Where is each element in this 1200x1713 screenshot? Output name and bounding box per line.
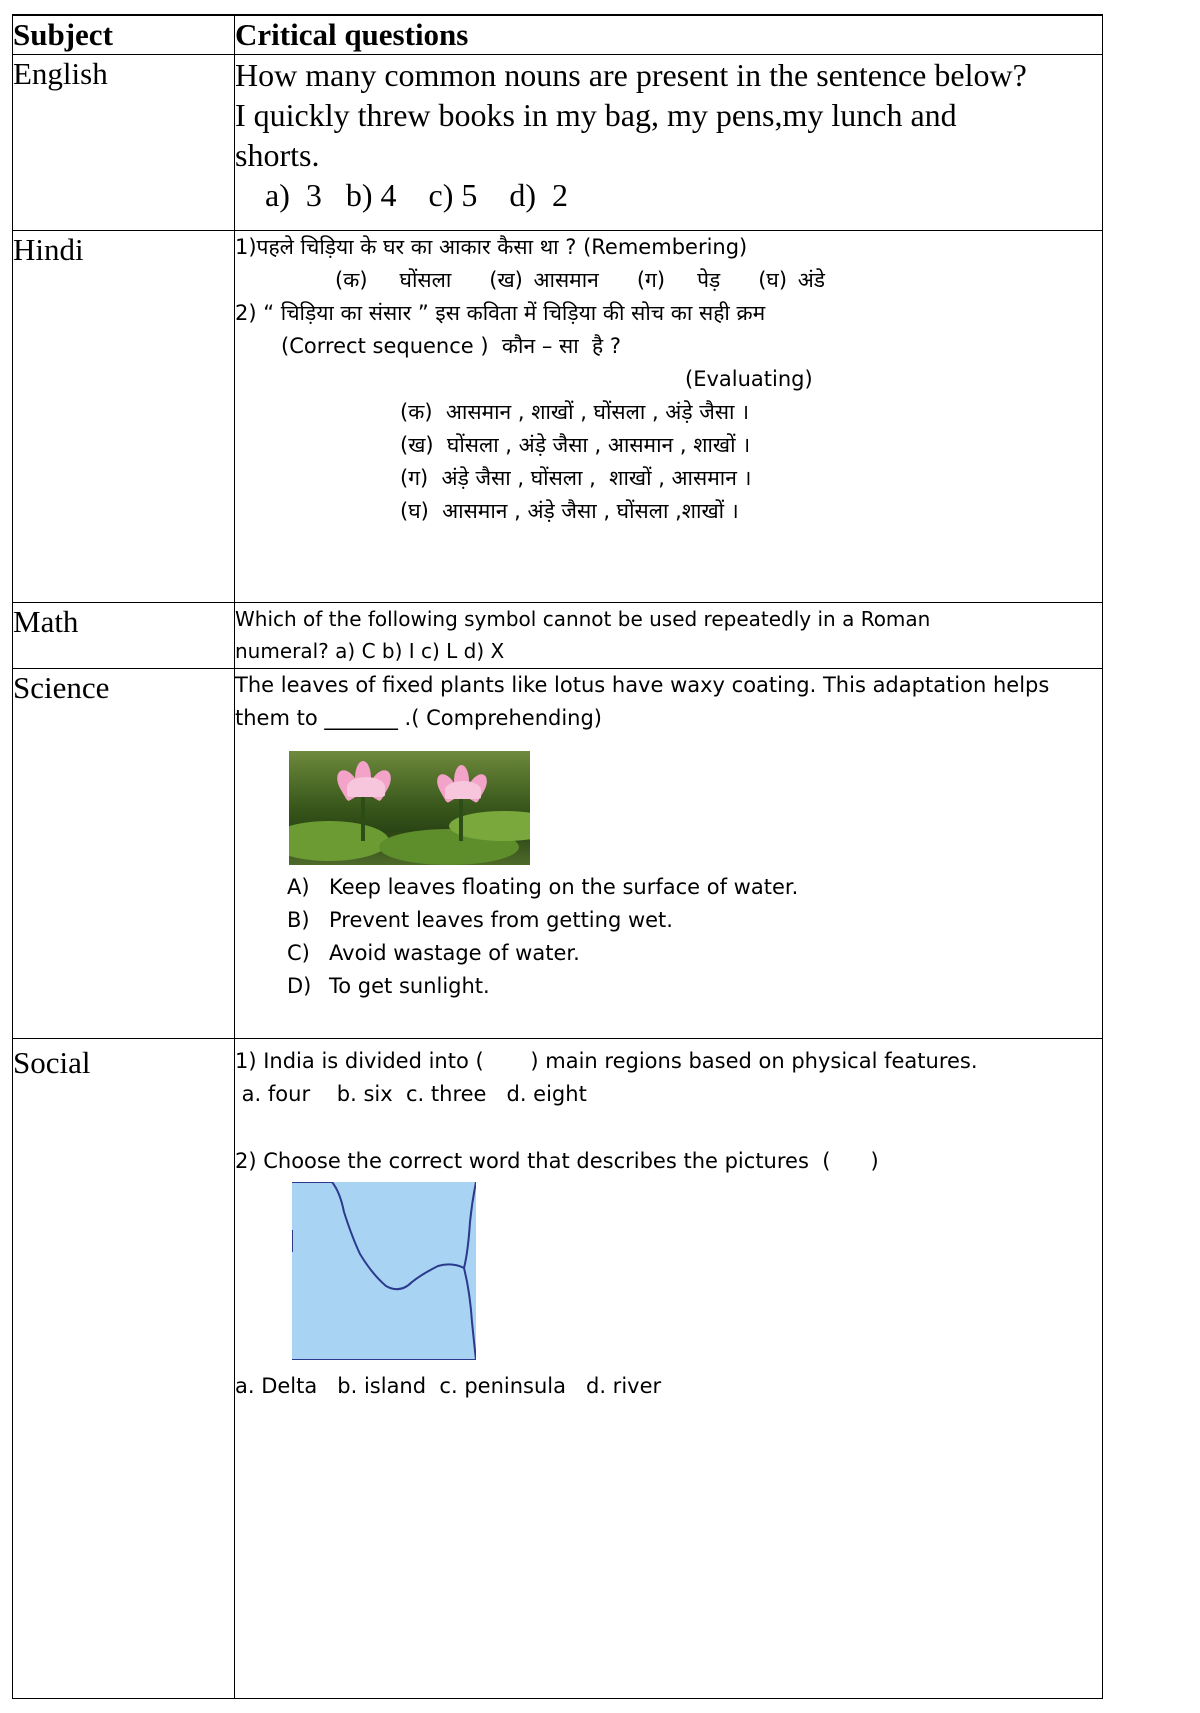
hindi-question-2-level: (Evaluating) bbox=[685, 367, 813, 391]
english-question: How many common nouns are present in the… bbox=[234, 54, 1103, 231]
science-option-c: C)Avoid wastage of water. bbox=[287, 941, 580, 965]
hindi-q1-option-a: (क) घोंसला bbox=[335, 268, 452, 292]
table-row-english: English How many common nouns are presen… bbox=[12, 54, 1103, 231]
english-question-line-1: How many common nouns are present in the… bbox=[235, 57, 1027, 93]
subject-social: Social bbox=[12, 1038, 235, 1699]
questions-column-header: Critical questions bbox=[234, 14, 1103, 55]
lotus-picture bbox=[289, 751, 530, 865]
critical-questions-table: Subject Critical questions English How m… bbox=[12, 14, 1103, 1699]
science-options: A)Keep leaves floating on the surface of… bbox=[235, 871, 1102, 1003]
hindi-q2-option-d: (घ) आसमान , अंड़े जैसा , घोंसला ,शाखों । bbox=[400, 499, 739, 523]
social-question-1-options: a. four b. six c. three d. eight bbox=[235, 1082, 587, 1106]
social-questions: 1) India is divided into ( ) main region… bbox=[234, 1038, 1103, 1699]
science-question-line-2: them to _______ .( Comprehending) bbox=[235, 706, 602, 730]
english-question-line-3: shorts. bbox=[235, 137, 320, 173]
hindi-q2-option-a: (क) आसमान , शाखों , घोंसला , अंड़े जैसा … bbox=[400, 400, 750, 424]
peninsula-picture bbox=[291, 1181, 477, 1361]
table-row-science: Science The leaves of fixed plants like … bbox=[12, 668, 1103, 1039]
table-header-row: Subject Critical questions bbox=[12, 14, 1103, 55]
hindi-question-1-options: (क) घोंसला (ख) आसमान (ग) पेड़ (घ) अंडे bbox=[235, 264, 1102, 297]
table-row-social: Social 1) India is divided into ( ) main… bbox=[12, 1038, 1103, 1699]
english-options: a) 3 b) 4 c) 5 d) 2 bbox=[265, 177, 569, 213]
science-option-b: B)Prevent leaves from getting wet. bbox=[287, 908, 673, 932]
table-row-math: Math Which of the following symbol canno… bbox=[12, 602, 1103, 669]
subject-column-header: Subject bbox=[12, 14, 235, 55]
hindi-question-2-cont: (Correct sequence ) कौन – सा है ? bbox=[281, 334, 621, 358]
science-question-line-1: The leaves of fixed plants like lotus ha… bbox=[235, 673, 1050, 697]
table-row-hindi: Hindi 1)पहले चिड़िया के घर का आकार कैसा … bbox=[12, 230, 1103, 603]
subject-math: Math bbox=[12, 602, 235, 669]
science-question: The leaves of fixed plants like lotus ha… bbox=[234, 668, 1103, 1039]
math-question-line-1: Which of the following symbol cannot be … bbox=[235, 607, 931, 631]
social-question-2: 2) Choose the correct word that describe… bbox=[235, 1149, 879, 1173]
math-question-line-2: numeral? a) C b) I c) L d) X bbox=[235, 639, 505, 663]
science-option-d: D)To get sunlight. bbox=[287, 974, 490, 998]
hindi-question-2: 2) “ चिड़िया का संसार ” इस कविता में चिड… bbox=[235, 301, 766, 325]
hindi-question-1: 1)पहले चिड़िया के घर का आकार कैसा था ? (… bbox=[235, 235, 748, 259]
hindi-questions: 1)पहले चिड़िया के घर का आकार कैसा था ? (… bbox=[234, 230, 1103, 603]
hindi-q1-option-b: (ख) आसमान bbox=[489, 268, 599, 292]
science-option-a: A)Keep leaves floating on the surface of… bbox=[287, 875, 799, 899]
subject-hindi: Hindi bbox=[12, 230, 235, 603]
social-question-2-options: a. Delta b. island c. peninsula d. river bbox=[235, 1374, 662, 1398]
math-question: Which of the following symbol cannot be … bbox=[234, 602, 1103, 669]
social-question-1: 1) India is divided into ( ) main region… bbox=[235, 1049, 978, 1073]
english-question-line-2: I quickly threw books in my bag, my pens… bbox=[235, 97, 957, 133]
hindi-q1-option-c: (ग) पेड़ bbox=[636, 268, 721, 292]
hindi-q2-option-c: (ग) अंड़े जैसा , घोंसला , शाखों , आसमान … bbox=[400, 466, 752, 490]
hindi-q2-option-b: (ख) घोंसला , अंड़े जैसा , आसमान , शाखों … bbox=[400, 433, 751, 457]
subject-science: Science bbox=[12, 668, 235, 1039]
subject-english: English bbox=[12, 54, 235, 231]
hindi-q1-option-d: (घ) अंडे bbox=[758, 268, 825, 292]
